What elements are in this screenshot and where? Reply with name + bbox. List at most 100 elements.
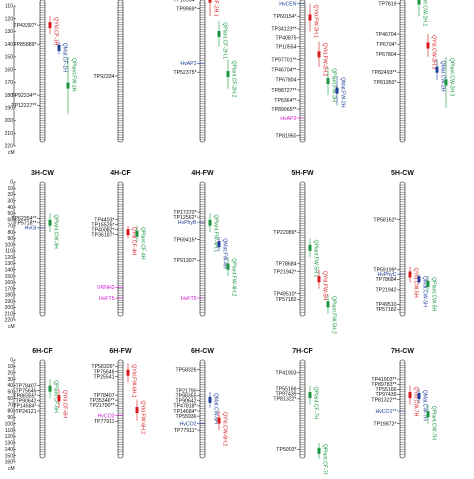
qtl-peak-box [66, 82, 70, 89]
qtl-peak-box [417, 393, 421, 400]
qtl-label: QYld.CW-6H.2 [222, 412, 228, 446]
chromosome-title: 5H-CW [391, 170, 414, 177]
chromosome-bar [117, 0, 124, 143]
chromosome-bar [39, 0, 46, 143]
marker-label: TP35346** [89, 398, 114, 404]
qtl-label: QMat.CW-2H [440, 60, 446, 91]
qtl-peak-box [417, 0, 421, 5]
marker-label: TP58162* [373, 217, 396, 223]
scale-tick-label: 70 [7, 224, 13, 230]
qtl-peak-box [57, 45, 61, 51]
qtl-label: QPlant.CF-4H [140, 227, 146, 260]
qtl-label: QYld.FW-6H.2 [140, 401, 146, 435]
scale-tick-label: 110 [5, 428, 13, 434]
gene-label: HvCO2 [97, 413, 114, 419]
marker-label: TP21942* [273, 270, 296, 276]
chromosome-title: 7H-CW [391, 348, 414, 355]
marker-label: TP89065** [271, 107, 296, 113]
scale-tick-label: 120 [5, 16, 14, 22]
scale-tick-label: 70 [7, 402, 13, 408]
qtl-peak-box [426, 42, 430, 49]
marker-label: TP59199* [373, 268, 396, 274]
qtl-label: QMat.FW-2H [340, 77, 346, 108]
chromosome-panel: 6H-FWTP58326*TP75646TP25541TP78407TP3534… [89, 348, 146, 459]
chromosome-panel: TP45335TP60154*TP34123**TP40875TP10554TP… [271, 0, 346, 143]
qtl-peak-box [135, 407, 139, 414]
qtl-peak-box [326, 78, 330, 85]
scale-tick-label: 150 [5, 274, 14, 280]
scale-tick-label: 160 [5, 460, 14, 466]
chromosome-bar [117, 359, 124, 459]
scale-tick-label: 140 [5, 42, 14, 48]
qtl-peak-box [208, 0, 212, 3]
scale-tick-label: 180 [5, 293, 14, 299]
qtl-label: QMat.CF-1H [62, 43, 68, 73]
qtl-peak-box [444, 79, 448, 86]
scale-tick-label: 150 [5, 453, 14, 459]
chromosome-bar [399, 359, 406, 459]
scale-unit: cM [8, 466, 15, 472]
scale-tick-label: 30 [7, 377, 13, 383]
marker-label: TP62354** [11, 216, 36, 222]
qtl-peak-box [48, 385, 52, 392]
marker-label: TP90642 [15, 399, 36, 405]
marker-label: TP19872* [373, 422, 396, 428]
qtl-label: QYld.CW-5H [413, 268, 419, 298]
marker-label: TP67804 [375, 52, 396, 58]
qtl-label: QPlant.CW-3H [53, 214, 59, 248]
chromosome-panel: 7H-CWTP41903**TP89783**TP55166TP97439TP8… [371, 348, 437, 459]
rows-layer: 110120130140150160170180190200210220cMTP… [5, 0, 455, 477]
marker-label: TP6364** [274, 98, 296, 104]
gene-label: HvGI [25, 226, 37, 232]
chromosome-bar [299, 181, 306, 317]
gene-label: HvFT5 [99, 296, 115, 302]
scale-tick-label: 50 [7, 211, 13, 217]
marker-label: TP36187* [91, 232, 114, 238]
scale-tick-label: 120 [5, 434, 14, 440]
chromosome-title: 3H-CW [31, 170, 54, 177]
marker-label: TP97701** [271, 57, 296, 63]
scale-tick-label: 110 [5, 249, 13, 255]
marker-label: TP97439 [375, 392, 396, 398]
chromosome-panel: 4H-FWTP17370*TP12562*TP69415*TP91307*HvP… [173, 170, 237, 317]
qtl-peak-box [317, 447, 321, 454]
marker-label: TP14684* [13, 404, 36, 410]
chromosome-bar [39, 359, 46, 459]
chromosome-bar [199, 0, 206, 143]
marker-label: TP55166 [375, 387, 396, 393]
chromosome-panel: TP10669TP23249*TP7819TP46704TP6704*TP678… [371, 0, 455, 143]
qtl-peak-box [435, 66, 439, 73]
qtl-label: QPlant.CW-2H.3 [449, 58, 455, 97]
qtl-peak-box [426, 411, 430, 418]
chromosome-panel: 5H-FWTP22989*TP78684TP21942*TP49510*TP57… [273, 170, 336, 334]
marker-label: TP7819 [378, 1, 396, 7]
gene-label: HvCEN [279, 1, 297, 7]
scale-tick-label: 170 [5, 286, 14, 292]
qtl-label: QYld.CF-1H [53, 17, 59, 46]
chromosome-title: 7H-CF [292, 348, 313, 355]
qtl-peak-box [217, 241, 221, 248]
scale-tick-label: 40 [7, 383, 13, 389]
marker-label: TP60154* [273, 14, 296, 20]
scale-tick-label: 190 [5, 106, 14, 112]
marker-label: TP49510 [375, 302, 396, 308]
chromosome-title: 4H-FW [191, 170, 214, 177]
gene-label: HvPhyC [377, 272, 396, 278]
chromosome-bar [299, 0, 306, 143]
scale-tick-label: 0 [10, 180, 13, 186]
marker-label: TP21790 [175, 388, 196, 394]
qtl-peak-box [308, 14, 312, 21]
scale-tick-label: 60 [7, 217, 13, 223]
marker-label: TP22989* [273, 230, 296, 236]
chromosome-bar [199, 359, 206, 459]
gene-label: HvAP2 [280, 116, 296, 122]
scale-tick-label: 60 [7, 396, 13, 402]
marker-label: TP88727** [271, 88, 296, 94]
qtl-label: QPlant.CW-5H [431, 277, 437, 311]
marker-label: TP81322* [273, 397, 296, 403]
marker-label: TP55936 [175, 414, 196, 420]
scale-tick-label: 130 [5, 261, 14, 267]
